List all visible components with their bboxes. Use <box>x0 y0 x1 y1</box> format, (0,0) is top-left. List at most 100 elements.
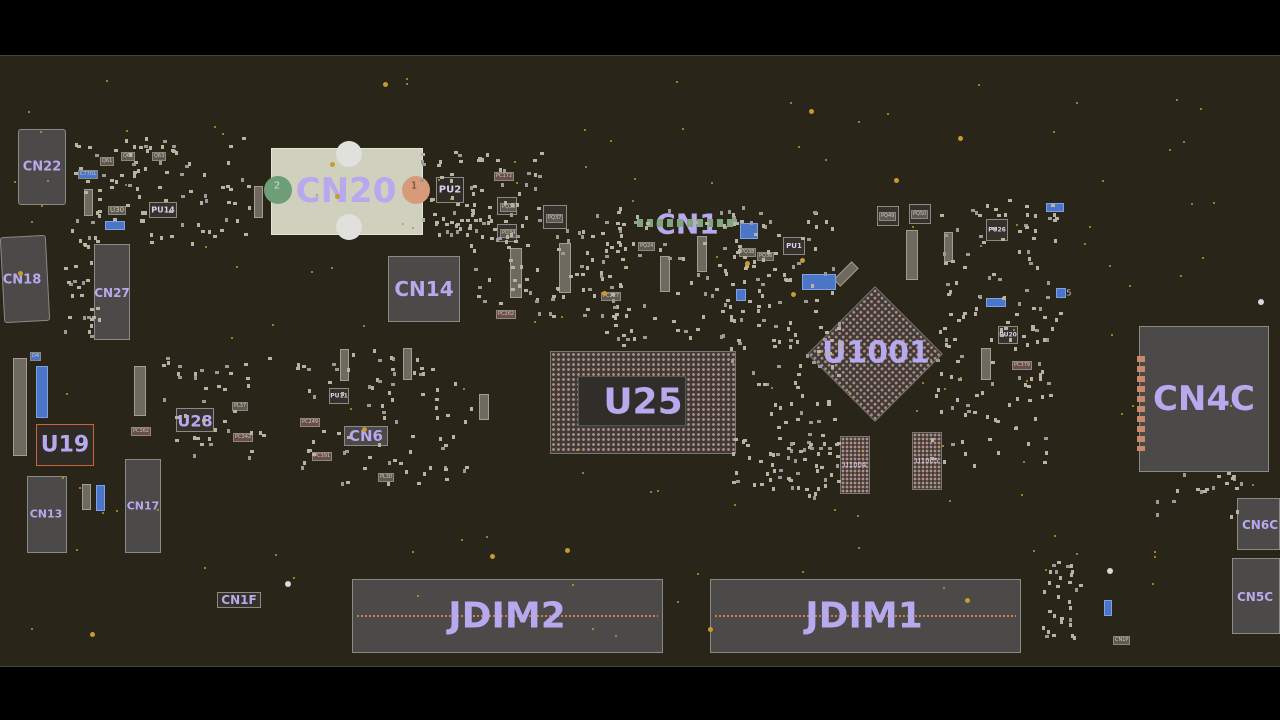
connector-cn4c[interactable] <box>1139 326 1269 472</box>
via <box>363 325 365 327</box>
smd-pad <box>1031 325 1035 328</box>
smd-pad <box>202 400 206 403</box>
connector-cn1-pads[interactable] <box>637 219 737 227</box>
ic-u28[interactable] <box>176 408 214 432</box>
cn20-pin1-pad[interactable] <box>402 176 430 204</box>
ref-c7701: C7701 <box>78 170 99 179</box>
smd-pad <box>312 453 316 456</box>
ic-u1005[interactable] <box>912 432 942 490</box>
smd-pad <box>1043 338 1046 342</box>
smd-pad <box>371 386 374 390</box>
ic-pu2[interactable] <box>436 177 464 203</box>
connector-cn18[interactable] <box>0 234 51 324</box>
cn20-pin2-pad[interactable] <box>264 176 292 204</box>
smd-pad <box>1231 477 1235 480</box>
ic-pu26[interactable] <box>986 219 1008 241</box>
blue-part-7 <box>736 289 746 301</box>
smd-pad <box>458 154 462 157</box>
slot-jdim1[interactable] <box>710 579 1021 653</box>
via <box>490 554 495 559</box>
smd-pad <box>578 231 581 235</box>
via <box>922 382 924 384</box>
via <box>31 628 33 630</box>
smd-pad <box>994 208 998 211</box>
smd-pad <box>169 210 173 213</box>
smd-pad <box>248 206 251 210</box>
smd-pad <box>992 227 996 230</box>
ic-u1004[interactable] <box>840 436 870 494</box>
smd-pad <box>624 247 627 251</box>
connector-cn27[interactable] <box>94 244 130 340</box>
smd-pad <box>753 260 756 264</box>
smd-pad <box>496 159 500 162</box>
smd-pad <box>819 326 823 329</box>
smd-pad <box>113 218 117 221</box>
smd-pad <box>557 287 560 291</box>
via <box>1084 243 1086 245</box>
smd-pad <box>526 244 530 247</box>
smd-pad <box>702 315 705 319</box>
smd-pad <box>828 452 832 455</box>
smd-pad <box>194 376 197 380</box>
smd-pad <box>828 447 832 450</box>
ic-pu11[interactable] <box>329 388 349 404</box>
smd-pad <box>453 211 456 215</box>
smd-pad <box>605 249 608 253</box>
smd-pad <box>606 242 609 246</box>
smd-pad <box>88 330 91 334</box>
jdim2-pins <box>357 615 658 617</box>
ref-pc342: PC342 <box>233 433 254 442</box>
connector-cn5c[interactable] <box>1232 558 1280 634</box>
smd-pad <box>827 403 831 406</box>
connector-cn6[interactable] <box>344 426 388 446</box>
smd-pad <box>73 280 77 283</box>
smd-pad <box>133 145 136 149</box>
ic-pu14[interactable] <box>149 202 177 218</box>
connector-cn13[interactable] <box>27 476 67 553</box>
connector-cn14[interactable] <box>388 256 460 322</box>
smd-pad <box>456 203 460 206</box>
smd-pad <box>612 315 616 318</box>
pcb-board-view[interactable]: CN22 2 1 CN20 PU2 CN1 CN18 CN27 CN14 U10… <box>0 55 1280 667</box>
smd-pad <box>442 217 445 221</box>
smd-pad <box>150 233 153 237</box>
smd-pad <box>790 402 793 406</box>
smd-pad <box>405 470 408 474</box>
blue-part-4 <box>802 274 836 290</box>
smd-pad <box>201 230 205 233</box>
connector-cn6c[interactable] <box>1237 498 1280 550</box>
smd-pad <box>787 447 791 450</box>
smd-pad <box>77 145 81 148</box>
via <box>1026 380 1028 382</box>
connector-cn22[interactable] <box>18 129 66 205</box>
smd-pad <box>549 312 552 316</box>
smd-pad <box>346 481 350 484</box>
smd-pad <box>809 443 813 446</box>
slot-jdim2[interactable] <box>352 579 663 653</box>
via <box>949 500 951 502</box>
smd-pad <box>471 209 475 212</box>
smd-pad <box>966 404 970 407</box>
connector-cn17[interactable] <box>125 459 161 553</box>
smd-pad <box>807 220 810 224</box>
smd-pad <box>1066 565 1070 568</box>
ic-pu1[interactable] <box>783 237 805 255</box>
smd-pad <box>98 318 101 322</box>
smd-pad <box>809 421 813 424</box>
connector-cn1f[interactable] <box>217 592 261 608</box>
smd-pad <box>586 251 589 255</box>
via <box>943 587 945 589</box>
via <box>1169 149 1171 151</box>
ic-u19[interactable] <box>36 424 94 466</box>
smd-pad <box>796 418 800 421</box>
cap-8 <box>944 232 953 262</box>
cn20-mount-top <box>336 141 362 167</box>
ref-pq33: PQ33 <box>500 203 518 212</box>
smd-pad <box>1048 581 1051 585</box>
via <box>942 445 944 447</box>
via <box>624 266 626 268</box>
smd-pad <box>474 268 478 271</box>
smd-pad <box>178 376 182 379</box>
smd-pad <box>498 237 502 240</box>
smd-pad <box>703 242 707 245</box>
